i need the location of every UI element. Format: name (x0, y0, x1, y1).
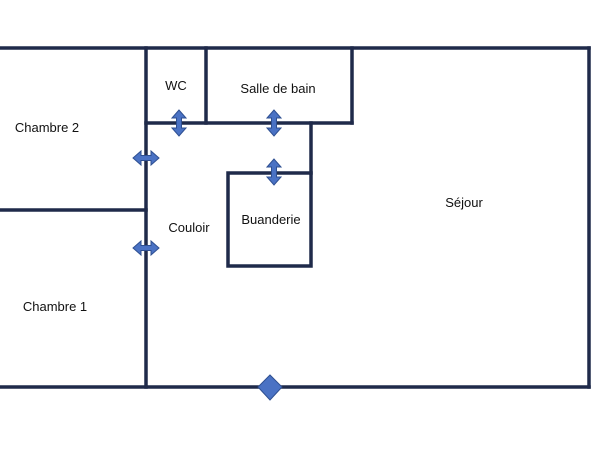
entrance-diamond-icon (257, 374, 283, 401)
room-label-chambre-1: Chambre 1 (23, 299, 87, 314)
door-wc-double-arrow-icon (170, 109, 188, 137)
room-label-sejour: Séjour (445, 195, 483, 210)
room-label-salle-de-bain: Salle de bain (240, 81, 315, 96)
door-chambre-2-double-arrow-icon (132, 149, 160, 167)
door-bathroom-double-arrow-icon (265, 109, 283, 137)
room-label-wc: WC (165, 78, 187, 93)
wall-laundry-box (226, 171, 313, 268)
door-chambre-1-double-arrow-icon (132, 239, 160, 257)
room-label-buanderie: Buanderie (241, 212, 300, 227)
walls (0, 46, 591, 389)
room-label-couloir: Couloir (168, 220, 210, 235)
room-label-chambre-2: Chambre 2 (15, 120, 79, 135)
door-laundry-double-arrow-icon (265, 158, 283, 186)
